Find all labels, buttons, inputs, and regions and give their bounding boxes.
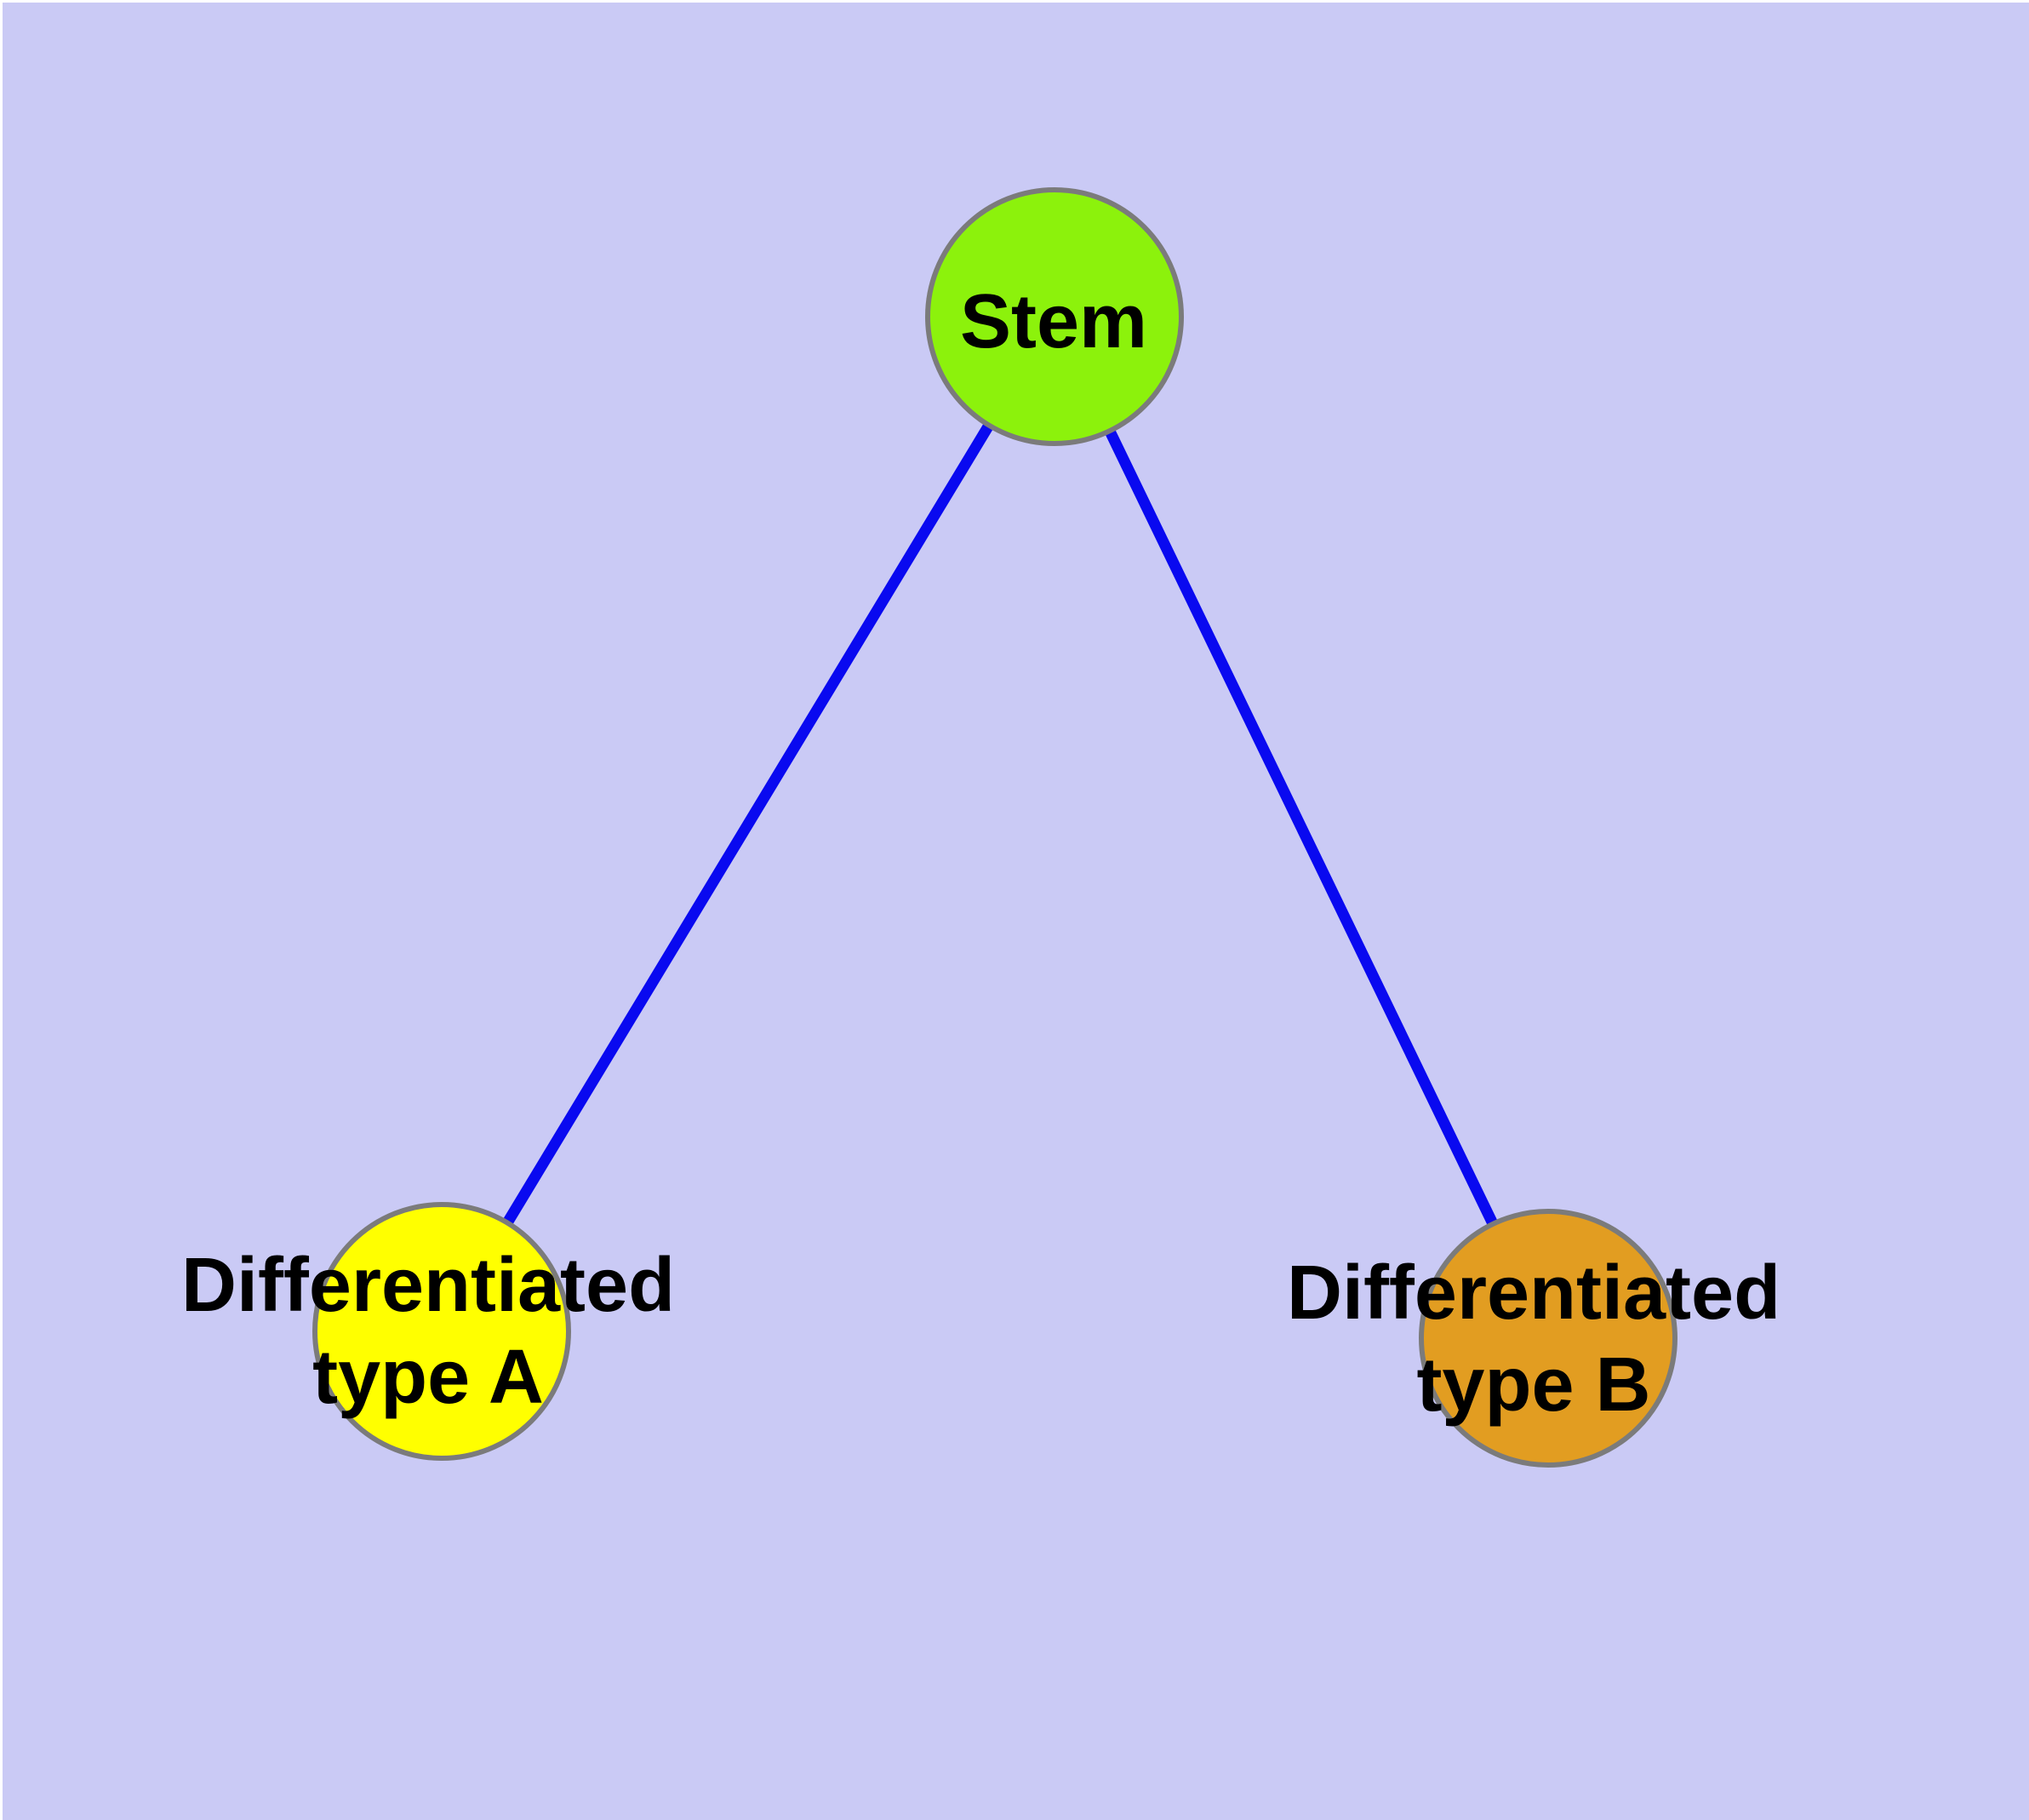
node-type-a-label-line1: Differentiated [180, 1243, 676, 1328]
node-differentiated-type-a-label: Differentiated type A [181, 1239, 675, 1423]
edge-stem-to-type-a [437, 313, 1060, 1335]
edge-stem-to-type-b [1049, 314, 1553, 1341]
node-stem-label: Stem [960, 276, 1147, 368]
node-differentiated-type-b-circle [1419, 1209, 1677, 1468]
node-stem-label-text: Stem [959, 279, 1148, 364]
node-type-a-label-line2: type A [312, 1335, 544, 1420]
node-differentiated-type-b-label: Differentiated type B [1287, 1247, 1780, 1431]
node-type-b-label-line1: Differentiated [1286, 1251, 1781, 1336]
node-type-b-label-line2: type B [1416, 1342, 1651, 1428]
node-stem-circle [925, 187, 1184, 446]
node-differentiated-type-a-circle [312, 1202, 571, 1461]
